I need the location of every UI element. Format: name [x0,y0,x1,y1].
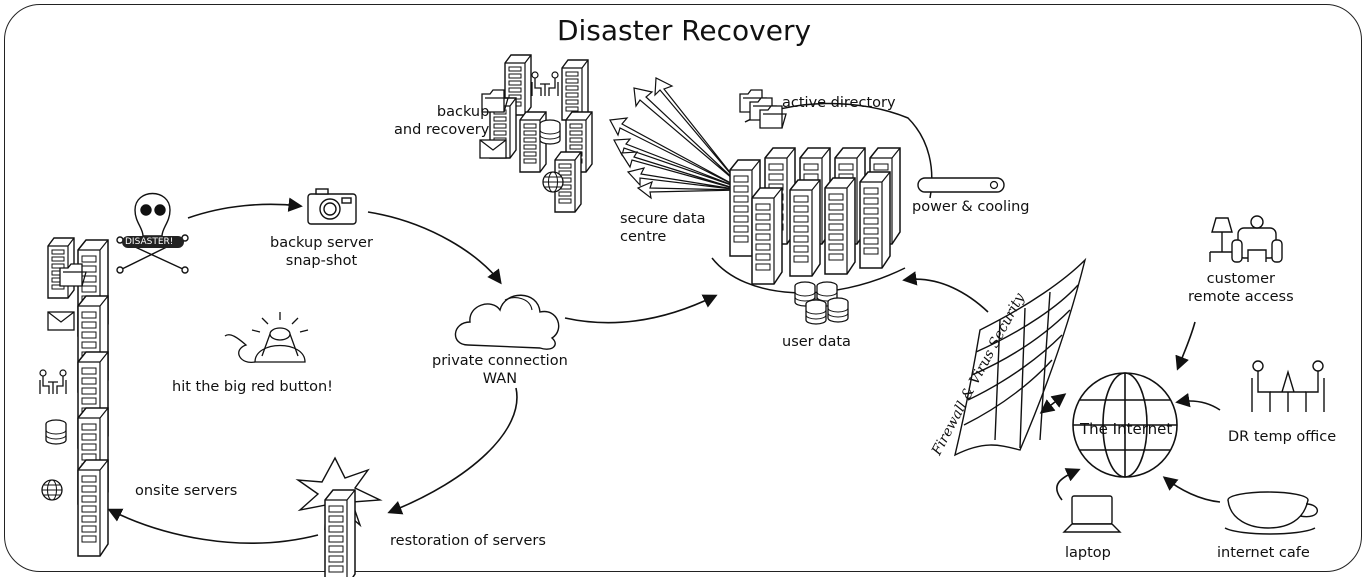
replication-arrows [609,77,741,200]
label-laptop: laptop [1065,545,1111,561]
meeting-icon [1251,360,1325,412]
backup-recovery-servers [479,54,593,213]
page-title: Disaster Recovery [556,14,812,47]
camera-icon [307,188,357,225]
label-internet-cafe: internet cafe [1217,545,1310,561]
label-customer-remote: customer remote access [1188,271,1294,305]
label-big-red-button: hit the big red button! [172,379,333,395]
power-unit-icon [917,177,1005,193]
label-dr-temp-office: DR temp office [1228,429,1337,445]
button-icon [224,312,309,363]
cloud-icon [454,294,560,350]
flow-arrows [107,197,1221,544]
globe-icon [1072,372,1178,478]
armchair-icon [1209,215,1283,263]
coffee-cup-icon [1224,491,1318,535]
label-active-directory: active directory [782,95,896,111]
database-icon [794,281,849,325]
data-centre-servers [729,147,901,285]
label-user-data: user data [782,334,851,350]
label-power-cooling: power & cooling [912,199,1030,215]
label-backup-snapshot: backup server snap-shot [270,235,373,269]
label-internet: The Internet [1080,420,1173,438]
folder-icon [739,89,787,129]
data-centre-ring [711,102,933,294]
restoration-server [324,489,356,577]
label-private-connection: private connection WAN [432,353,568,387]
firewall-icon [953,257,1087,457]
label-backup-recovery: backup and recovery [394,104,490,138]
onsite-server-column [39,237,109,557]
label-restoration: restoration of servers [390,533,546,549]
diagram-frame [4,4,1362,572]
disaster-badge: DISASTER! [125,237,174,247]
label-onsite-servers: onsite servers [135,483,238,499]
skull-icon [116,193,189,274]
label-secure-data-centre: secure data centre [620,211,706,245]
laptop-icon [1062,495,1122,533]
